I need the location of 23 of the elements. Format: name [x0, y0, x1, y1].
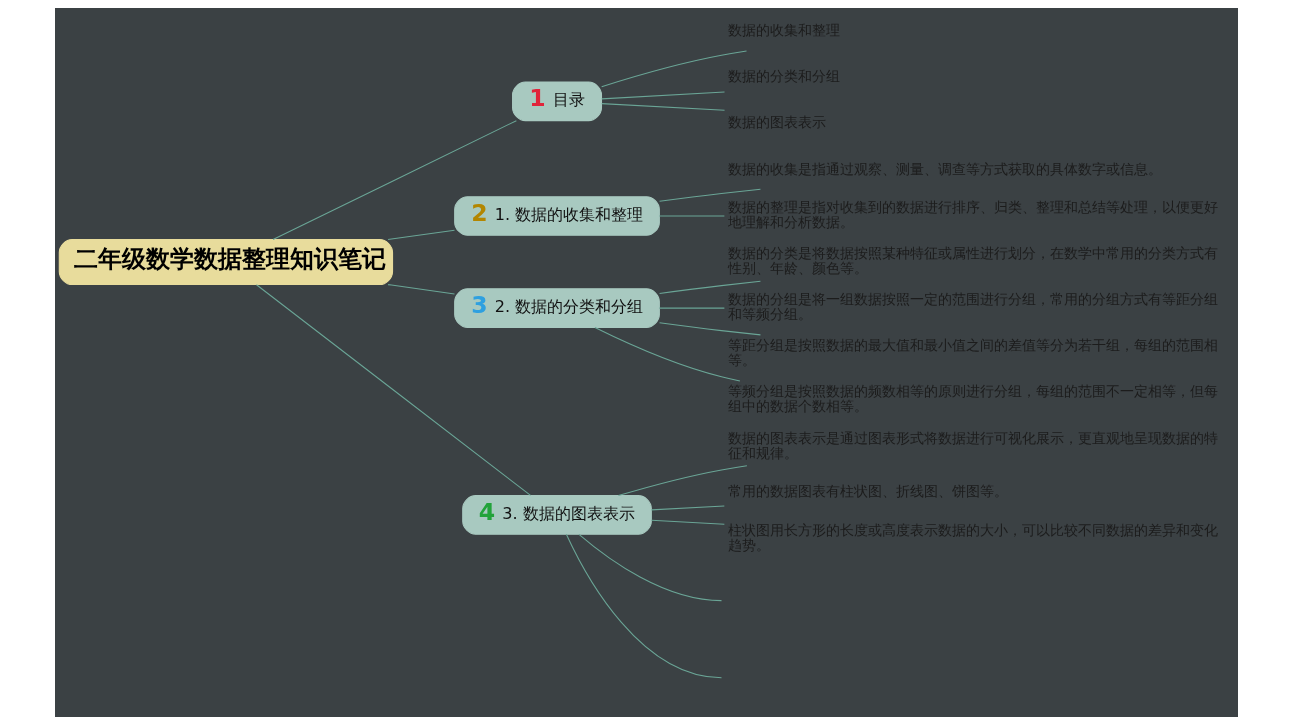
connector: [387, 229, 456, 240]
connector: [601, 50, 748, 88]
connector: [601, 103, 726, 111]
connector: [565, 533, 723, 679]
node-box: 1 目录: [512, 81, 603, 122]
connector: [387, 284, 456, 295]
connector: [650, 505, 725, 511]
connector: [658, 307, 725, 309]
connector: [650, 519, 725, 525]
connector: [272, 120, 517, 241]
connector: [578, 533, 723, 602]
connector: [659, 280, 761, 294]
connector: [659, 322, 761, 336]
connector: [658, 215, 725, 217]
connector: [601, 91, 726, 100]
connector: [594, 326, 741, 382]
connector: [617, 465, 748, 497]
node-box: 二年级数学数据整理知识笔记: [58, 239, 394, 286]
node-box: 4 3. 数据的图表表示: [462, 495, 652, 535]
connector: [255, 284, 532, 496]
node-box: 3 2. 数据的分类和分组: [454, 288, 660, 328]
connector: [659, 188, 761, 202]
node-box: 2 1. 数据的收集和整理: [454, 196, 660, 236]
